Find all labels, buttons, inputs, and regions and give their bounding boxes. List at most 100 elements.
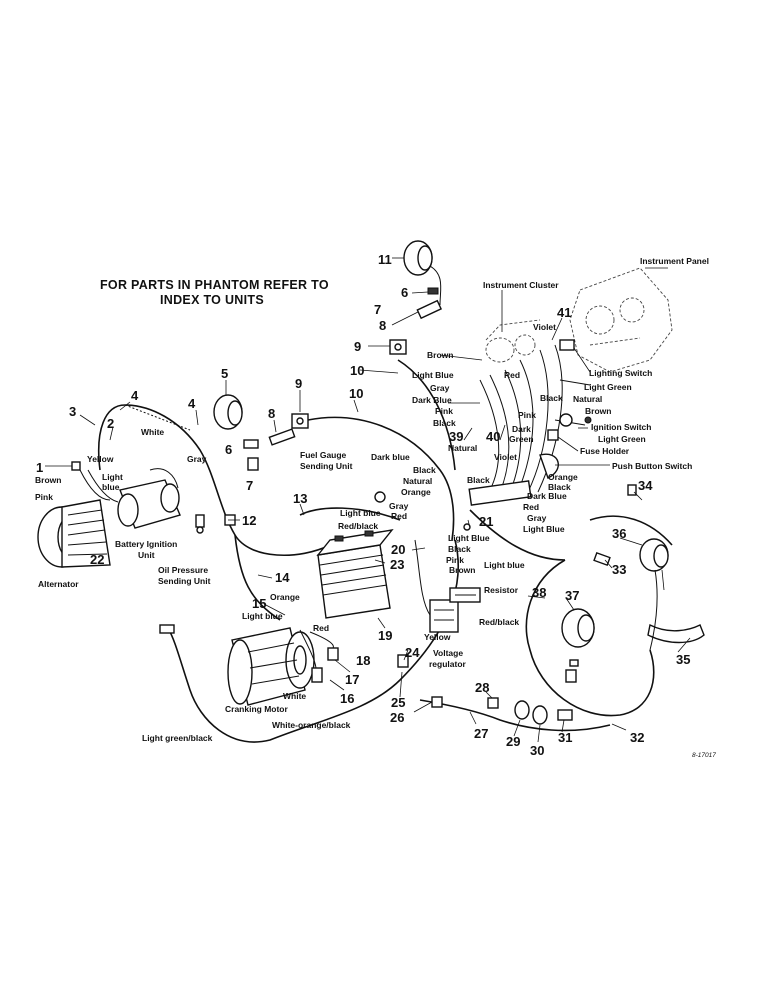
- callout-9-top: 9: [354, 339, 361, 354]
- callout-4-mid: 4: [188, 396, 196, 411]
- battery: [316, 529, 394, 619]
- fuse-holder: [547, 429, 559, 441]
- callout-2: 2: [107, 416, 114, 431]
- connector-light-green-black: [159, 624, 175, 634]
- label-push-button-switch: Push Button Switch: [612, 461, 692, 471]
- part-29: [532, 705, 548, 725]
- battery-ignition-unit: [117, 468, 181, 529]
- label-gray-centre: Gray: [389, 501, 409, 511]
- alternator-lead-1: [79, 469, 111, 501]
- callout-5-top: 11: [378, 252, 392, 267]
- label-black-right: Black: [548, 482, 571, 492]
- label-red-black-2: Red/black: [479, 617, 519, 627]
- label-light-blue-crank: Light blue: [242, 611, 283, 621]
- lamp-left-bracket: [247, 457, 259, 471]
- label-light-green-1: Light Green: [584, 382, 632, 392]
- callout-6-left: 6: [225, 442, 232, 457]
- rear-lamp-36: [561, 608, 595, 648]
- callout-14: 15: [252, 596, 266, 611]
- callout-7-left: 7: [246, 478, 253, 493]
- callout-22: 23: [390, 557, 404, 572]
- connector-25: [431, 696, 443, 708]
- lamp-top-clip: [427, 287, 439, 295]
- callout-10-top: 10: [350, 363, 364, 378]
- part-28: [514, 700, 530, 720]
- label-battery-ign-2: Unit: [138, 550, 155, 560]
- harness-left-loop: [97, 404, 331, 557]
- label-fuel-gauge-1: Fuel Gauge: [300, 450, 347, 460]
- harness-12: [299, 507, 401, 521]
- callout-26: 27: [474, 726, 488, 741]
- label-violet-mid: Violet: [494, 452, 517, 462]
- callout-20: 21: [479, 514, 493, 529]
- label-red-right: Red: [523, 502, 539, 512]
- instrument-panel-phantom: [569, 267, 673, 373]
- label-light-blue-right: Light Blue: [523, 524, 565, 534]
- warning-lamp-35: [639, 538, 669, 572]
- label-orange-right: Orange: [548, 472, 578, 482]
- crank-terminal-16: [327, 647, 339, 661]
- label-white-orange-black: White-orange/black: [272, 720, 351, 730]
- callout-39: 40: [486, 429, 500, 444]
- label-orange-crank: Orange: [270, 592, 300, 602]
- resistor: [449, 587, 481, 603]
- alternator: [37, 499, 111, 568]
- label-light-green-black: Light green/black: [142, 733, 213, 743]
- label-pink-left: Pink: [35, 492, 53, 502]
- bracket-7-rear: [565, 669, 577, 683]
- label-white: White: [141, 427, 164, 437]
- callout-8-top: 8: [379, 318, 386, 333]
- label-brown-top: Brown: [427, 350, 453, 360]
- connector-27: [487, 697, 499, 709]
- callout-7-upper: 7: [374, 302, 381, 317]
- label-dark-blue-right: Dark Blue: [527, 491, 567, 501]
- label-natural-centre: Natural: [403, 476, 432, 486]
- cluster-wire-bundle: [479, 344, 591, 493]
- label-instrument-cluster: Instrument Cluster: [483, 280, 559, 290]
- label-fuse-holder: Fuse Holder: [580, 446, 630, 456]
- label-light-blue-left-1: Light: [102, 472, 123, 482]
- callout-37: 38: [532, 585, 546, 600]
- label-red-black-centre: Red/black: [338, 521, 378, 531]
- bracket-34: [647, 623, 705, 644]
- header-line-2: INDEX TO UNITS: [160, 293, 264, 307]
- callout-3: 3: [69, 404, 76, 419]
- callout-29: 30: [530, 743, 544, 758]
- lamp-top-connector: [416, 299, 443, 320]
- label-oil-pressure-1: Oil Pressure: [158, 565, 208, 575]
- label-red-crank: Red: [313, 623, 329, 633]
- rear-lamp-wire: [649, 569, 658, 651]
- connector-32: [593, 551, 611, 567]
- crank-terminal-15: [311, 667, 323, 683]
- label-pink-top: Pink: [435, 406, 453, 416]
- label-light-blue-centre: Light blue: [340, 508, 381, 518]
- label-ignition-switch: Ignition Switch: [591, 422, 651, 432]
- label-gray-left: Gray: [187, 454, 207, 464]
- label-light-blue-left-2: blue: [102, 482, 120, 492]
- callout-4-left: 4: [131, 388, 139, 403]
- label-dark-blue-top: Dark Blue: [412, 395, 452, 405]
- callout-23: 24: [405, 645, 420, 660]
- callout-31: 32: [630, 730, 644, 745]
- label-natural-top: Natural: [573, 394, 602, 404]
- callout-21: 22: [90, 552, 104, 567]
- label-white-crank: White: [283, 691, 306, 701]
- callout-6-top: 6: [401, 285, 408, 300]
- harness-10-lower: [307, 416, 455, 541]
- callout-16: 17: [345, 672, 359, 687]
- callout-38: 39: [449, 429, 463, 444]
- label-instrument-panel: Instrument Panel: [640, 256, 709, 266]
- callout-25: 26: [390, 710, 404, 725]
- instrument-cluster-phantom: [485, 319, 541, 363]
- label-black-top: Black: [540, 393, 563, 403]
- lamp-left-clip: [243, 439, 259, 449]
- callout-27: 28: [475, 680, 489, 695]
- callout-11: 12: [242, 513, 256, 528]
- ignition-switch: [559, 413, 573, 427]
- label-orange-centre: Orange: [401, 487, 431, 497]
- callout-32: 33: [612, 562, 626, 577]
- crank-wire-red: [309, 631, 334, 649]
- label-violet-top: Violet: [533, 322, 556, 332]
- harness-14: [234, 534, 281, 621]
